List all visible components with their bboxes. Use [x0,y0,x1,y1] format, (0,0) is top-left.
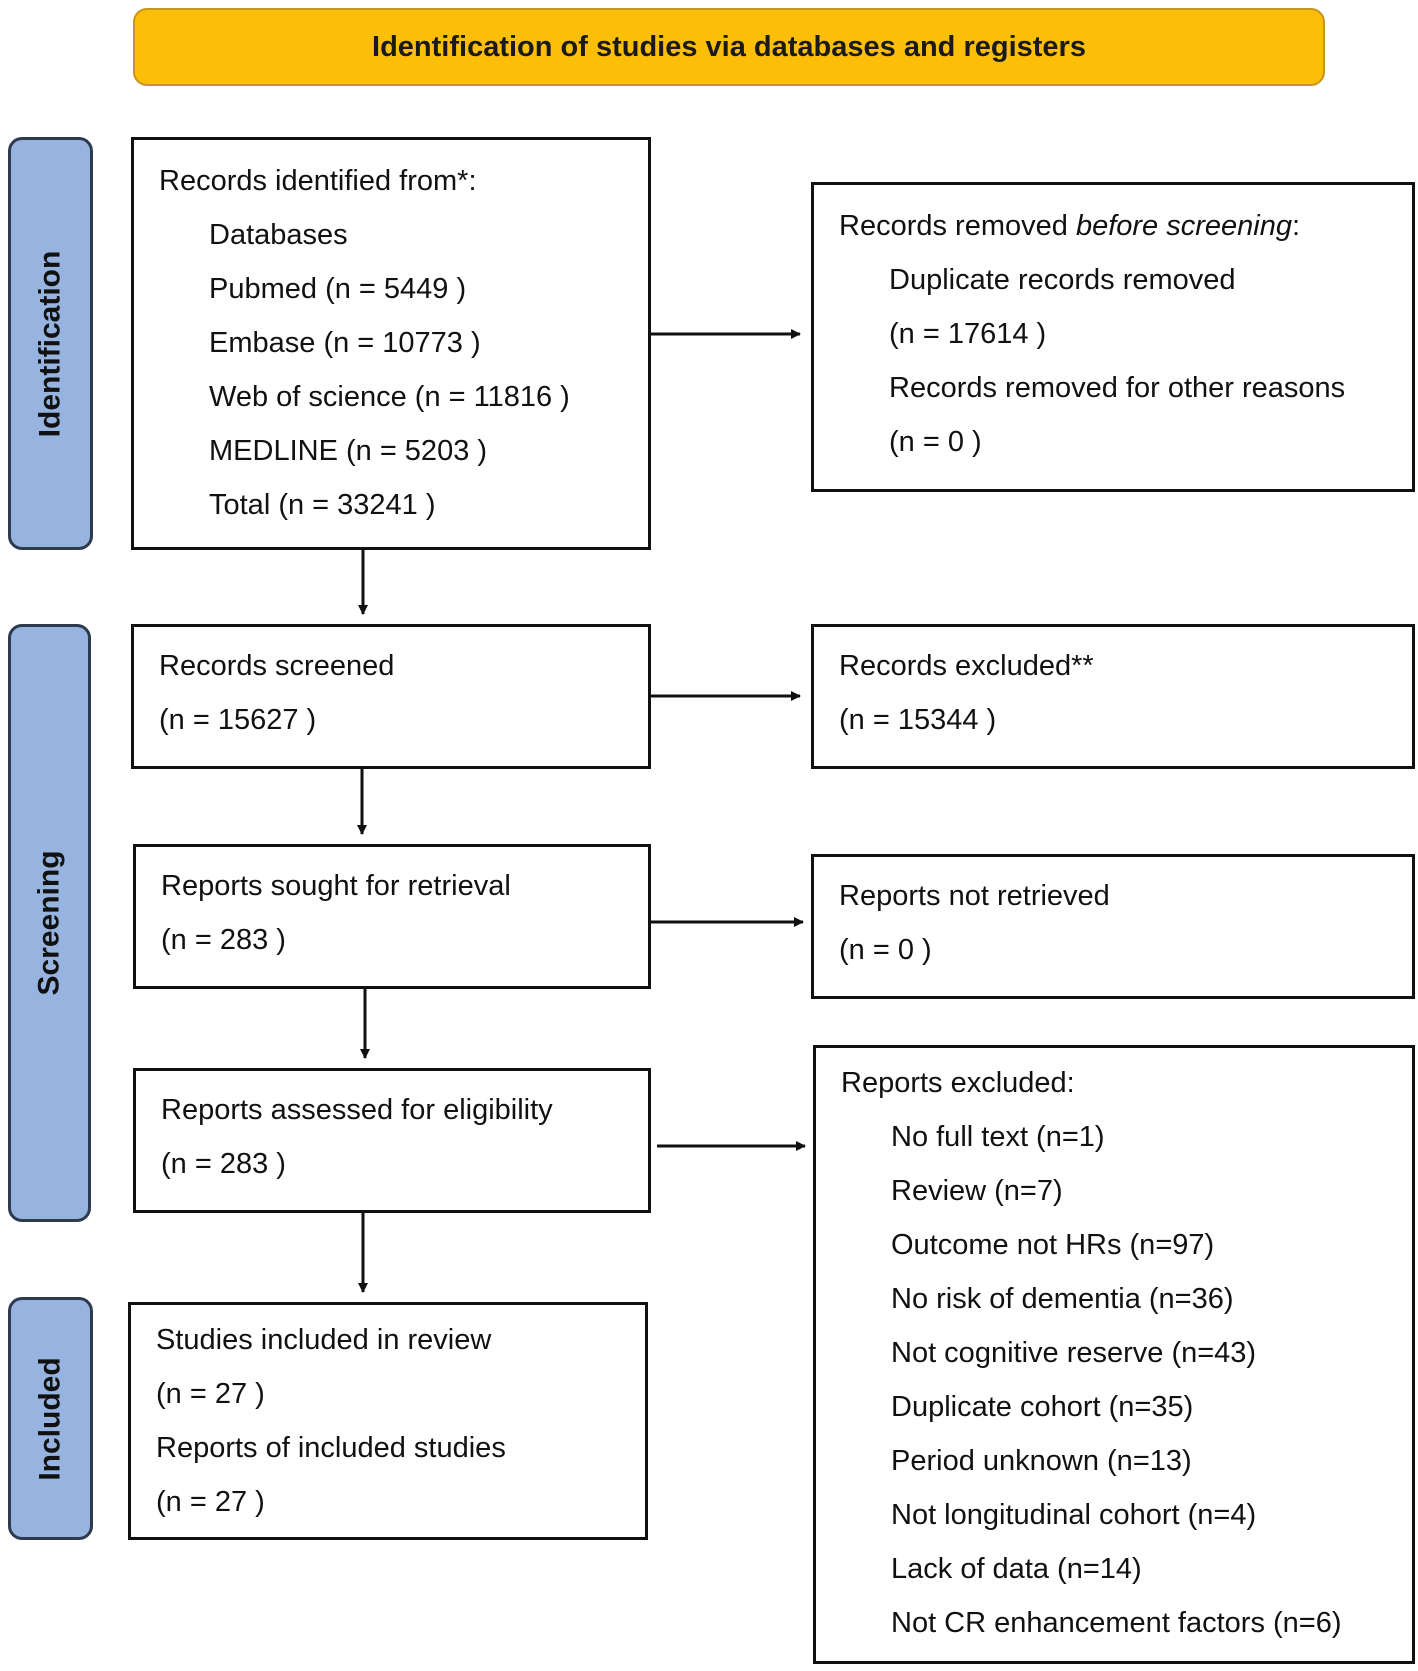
phase-included: Included [8,1297,93,1540]
records-excluded-label: Records excluded** [839,650,1094,682]
exclusion-reason: No risk of dementia (n=36) [891,1283,1234,1315]
web-of-science-count: Web of science (n = 11816 ) [209,381,570,413]
reports-assessed-count: (n = 283 ) [161,1148,286,1180]
reports-included-label: Reports of included studies [156,1432,506,1464]
exclusion-reason: Review (n=7) [891,1175,1063,1207]
exclusion-reason: Not CR enhancement factors (n=6) [891,1607,1342,1639]
records-removed-title-italic: before screening [1075,210,1292,242]
studies-included-count: (n = 27 ) [156,1378,265,1410]
embase-count: Embase (n = 10773 ) [209,327,481,359]
databases-label: Databases [209,219,348,251]
duplicate-records-count: (n = 17614 ) [889,318,1047,350]
reports-not-retrieved-box: Reports not retrieved (n = 0 ) [811,854,1415,999]
exclusion-reason: No full text (n=1) [891,1121,1105,1153]
records-screened-box: Records screened (n = 15627 ) [131,624,651,769]
reports-assessed-box: Reports assessed for eligibility (n = 28… [133,1068,651,1213]
records-excluded-count: (n = 15344 ) [839,704,997,736]
records-removed-box: Records removed before screening: Duplic… [811,182,1415,492]
studies-included-box: Studies included in review (n = 27 ) Rep… [128,1302,648,1540]
exclusion-reason: Not cognitive reserve (n=43) [891,1337,1257,1369]
exclusion-reason: Duplicate cohort (n=35) [891,1391,1194,1423]
reports-excluded-box: Reports excluded: No full text (n=1) Rev… [813,1045,1415,1664]
exclusion-reason: Period unknown (n=13) [891,1445,1192,1477]
records-excluded-box: Records excluded** (n = 15344 ) [811,624,1415,769]
reports-not-retrieved-count: (n = 0 ) [839,934,932,966]
reports-sought-box: Reports sought for retrieval (n = 283 ) [133,844,651,989]
records-screened-count: (n = 15627 ) [159,704,317,736]
exclusion-reason: Outcome not HRs (n=97) [891,1229,1215,1261]
reports-sought-label: Reports sought for retrieval [161,870,511,902]
records-removed-title: Records removed before screening: [839,199,1300,253]
records-screened-label: Records screened [159,650,395,682]
reports-assessed-label: Reports assessed for eligibility [161,1094,553,1126]
pubmed-count: Pubmed (n = 5449 ) [209,273,467,305]
other-reasons-count: (n = 0 ) [889,426,982,458]
exclusion-reason: Lack of data (n=14) [891,1553,1142,1585]
studies-included-label: Studies included in review [156,1324,492,1356]
records-identified-box: Records identified from*: Databases Pubm… [131,137,651,550]
exclusion-reason: Not longitudinal cohort (n=4) [891,1499,1257,1531]
reports-included-count: (n = 27 ) [156,1486,265,1518]
phase-identification: Identification [8,137,93,550]
total-count: Total (n = 33241 ) [209,489,436,521]
phase-screening: Screening [8,624,91,1222]
reports-excluded-title: Reports excluded: [841,1067,1075,1099]
other-reasons-label: Records removed for other reasons [889,372,1346,404]
duplicate-records-label: Duplicate records removed [889,264,1236,296]
records-identified-title: Records identified from*: [159,165,477,197]
records-removed-title-prefix: Records removed [839,210,1076,242]
header-banner: Identification of studies via databases … [133,8,1325,86]
header-title: Identification of studies via databases … [372,30,1086,63]
reports-sought-count: (n = 283 ) [161,924,286,956]
records-removed-title-suffix: : [1291,210,1301,242]
medline-count: MEDLINE (n = 5203 ) [209,435,488,467]
reports-not-retrieved-label: Reports not retrieved [839,880,1110,912]
